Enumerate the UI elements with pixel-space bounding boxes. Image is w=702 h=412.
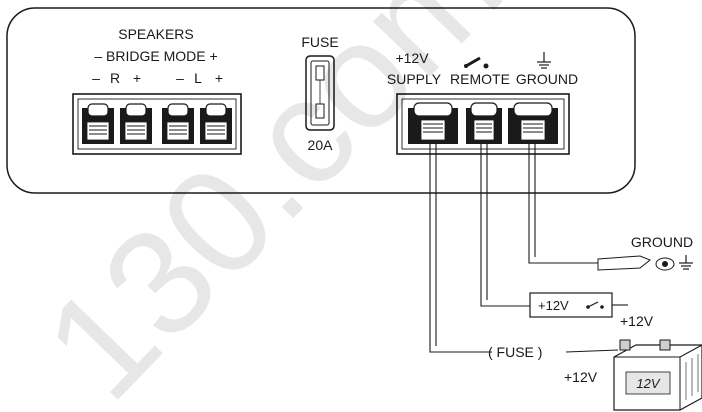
ground-symbol-icon bbox=[537, 52, 551, 69]
supply-voltage-label: +12V bbox=[395, 50, 429, 66]
inline-fuse-label: ( FUSE ) bbox=[488, 344, 542, 360]
ground-lug-icon bbox=[597, 255, 675, 271]
battery-icon bbox=[613, 339, 702, 411]
speaker-terminal-l-minus bbox=[162, 103, 194, 144]
remote-switch-icon bbox=[464, 56, 489, 69]
chassis-ground-icon bbox=[679, 255, 693, 270]
ground-terminal-label: GROUND bbox=[516, 71, 578, 87]
battery-face-label: 12V bbox=[636, 376, 660, 391]
speaker-terminal-r-plus bbox=[120, 103, 152, 144]
speaker-terminal-block bbox=[72, 93, 242, 155]
speaker-terminal-l-plus bbox=[200, 103, 232, 144]
power-terminal-block bbox=[396, 93, 570, 155]
left-channel-label: L bbox=[194, 70, 202, 86]
speaker-terminal-r-minus bbox=[82, 103, 114, 144]
fuse-rating: 20A bbox=[308, 137, 334, 153]
ground-connection-label: GROUND bbox=[631, 234, 693, 250]
fuse-icon bbox=[305, 55, 335, 131]
right-minus-label: – bbox=[92, 70, 100, 86]
fuse-label: FUSE bbox=[301, 34, 338, 50]
ground-terminal bbox=[508, 102, 558, 144]
remote-source-label: +12V bbox=[620, 313, 654, 329]
right-channel-label: R bbox=[110, 70, 120, 86]
remote-label: REMOTE bbox=[450, 71, 510, 87]
battery-lead bbox=[565, 349, 619, 353]
supply-label: SUPPLY bbox=[387, 71, 442, 87]
remote-box-switch-icon bbox=[586, 301, 604, 309]
remote-terminal bbox=[466, 102, 502, 144]
ground-wire bbox=[528, 140, 598, 264]
supply-wire bbox=[429, 140, 492, 353]
supply-terminal bbox=[408, 102, 458, 144]
speakers-title: SPEAKERS bbox=[118, 26, 193, 42]
battery-positive-label: +12V bbox=[564, 369, 598, 385]
bridge-mode-label: – BRIDGE MODE + bbox=[94, 48, 217, 64]
remote-wire bbox=[480, 140, 530, 307]
remote-box-label: +12V bbox=[538, 298, 569, 313]
right-plus-label: + bbox=[133, 70, 141, 86]
left-plus-label: + bbox=[215, 70, 223, 86]
remote-switch-box bbox=[529, 292, 628, 318]
left-minus-label: – bbox=[176, 70, 184, 86]
